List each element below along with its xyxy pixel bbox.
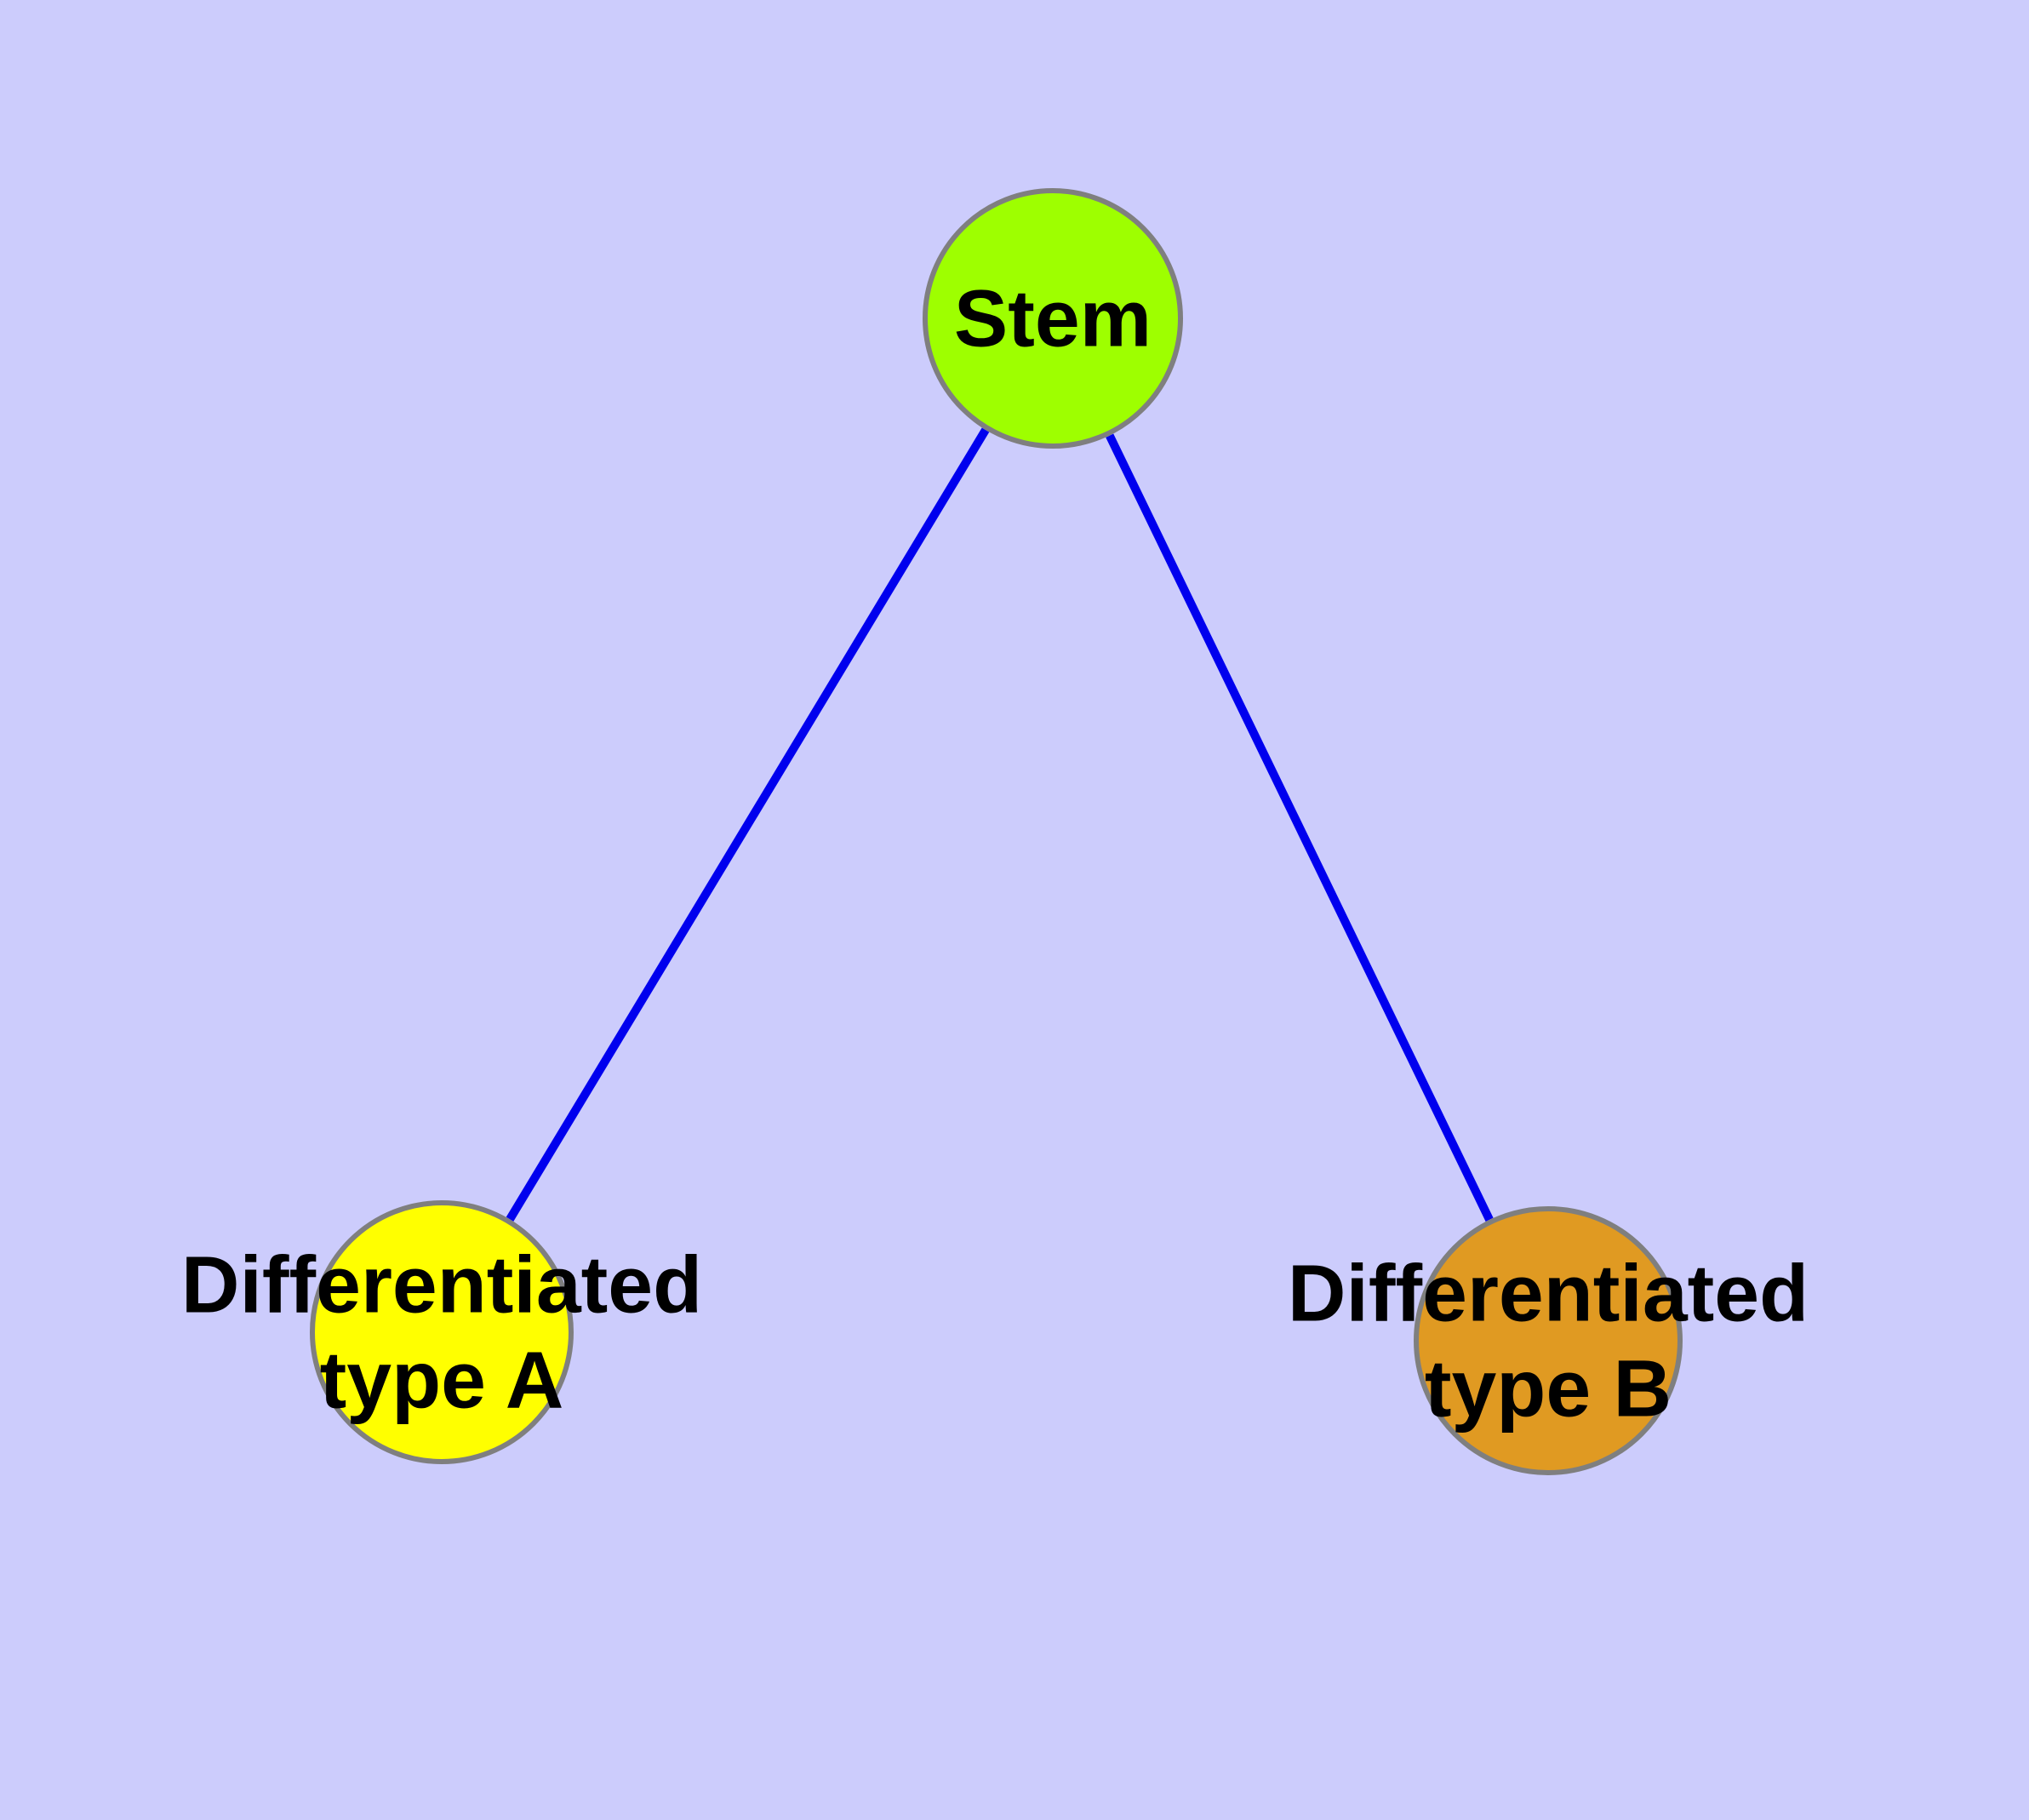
node-circle-stem[interactable]: [923, 188, 1183, 449]
node-circle-diff_b[interactable]: [1414, 1206, 1683, 1475]
node-label-diff_b-line-1: Differentiated: [1288, 1248, 1809, 1338]
node-label-diff_a-line-1: Differentiated: [181, 1239, 702, 1330]
node-label-diff_b-line-2: type B: [1425, 1343, 1672, 1434]
node-label-diff_a-line-2: type A: [320, 1335, 564, 1425]
node-label-stem: Stem: [954, 273, 1152, 363]
node-stem[interactable]: Stem: [923, 188, 1183, 449]
edge-stem-to-diff_b[interactable]: [1106, 433, 1494, 1222]
edge-stem-to-diff_a[interactable]: [506, 427, 990, 1222]
node-circle-diff_a[interactable]: [310, 1200, 574, 1464]
edges-layer: [506, 427, 1494, 1222]
